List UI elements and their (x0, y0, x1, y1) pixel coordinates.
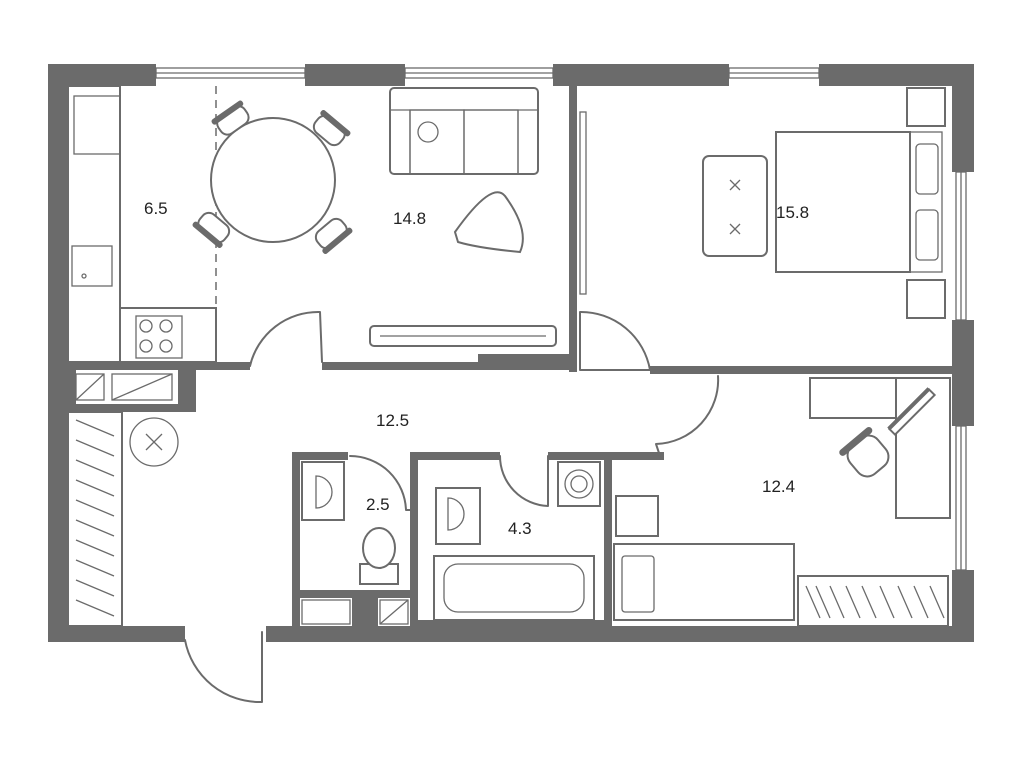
living-area-label: 14.8 (393, 209, 426, 228)
area-labels: 6.5 14.8 15.8 12.5 2.5 4.3 12.4 (144, 199, 809, 538)
bath-sink (435, 487, 481, 545)
toilet (359, 527, 399, 585)
sofa (389, 87, 539, 175)
coffee-table (453, 191, 524, 254)
nightstand-bottom (906, 279, 946, 319)
bathtub (433, 555, 595, 621)
wall-panel (579, 111, 587, 295)
wc-area-label: 2.5 (366, 495, 390, 514)
single-bed (613, 543, 795, 621)
wc-shelves (301, 599, 409, 625)
washing-machine (557, 461, 601, 507)
desk-chair (839, 427, 890, 478)
nightstand-top (906, 87, 946, 127)
doors (184, 310, 720, 704)
desk (809, 377, 951, 519)
storage-shelves (75, 373, 173, 401)
bedroom-bench (702, 155, 768, 257)
double-bed (775, 131, 943, 273)
outer-walls (48, 64, 974, 642)
inner-walls (68, 86, 952, 628)
hall-wardrobe (67, 411, 123, 627)
dining-table (192, 100, 353, 254)
ceiling-light (129, 417, 179, 467)
bathroom-area-label: 4.3 (508, 519, 532, 538)
windows (155, 67, 967, 571)
second-bedroom-area-label: 12.4 (762, 477, 795, 496)
bedroom-area-label: 15.8 (776, 203, 809, 222)
side-table (615, 495, 659, 537)
tv-stand (369, 325, 557, 347)
wc-sink (301, 461, 345, 521)
bedroom-wardrobe (797, 575, 949, 627)
hall-area-label: 12.5 (376, 411, 409, 430)
kitchen-area-label: 6.5 (144, 199, 168, 218)
kitchen-furniture (67, 85, 217, 363)
